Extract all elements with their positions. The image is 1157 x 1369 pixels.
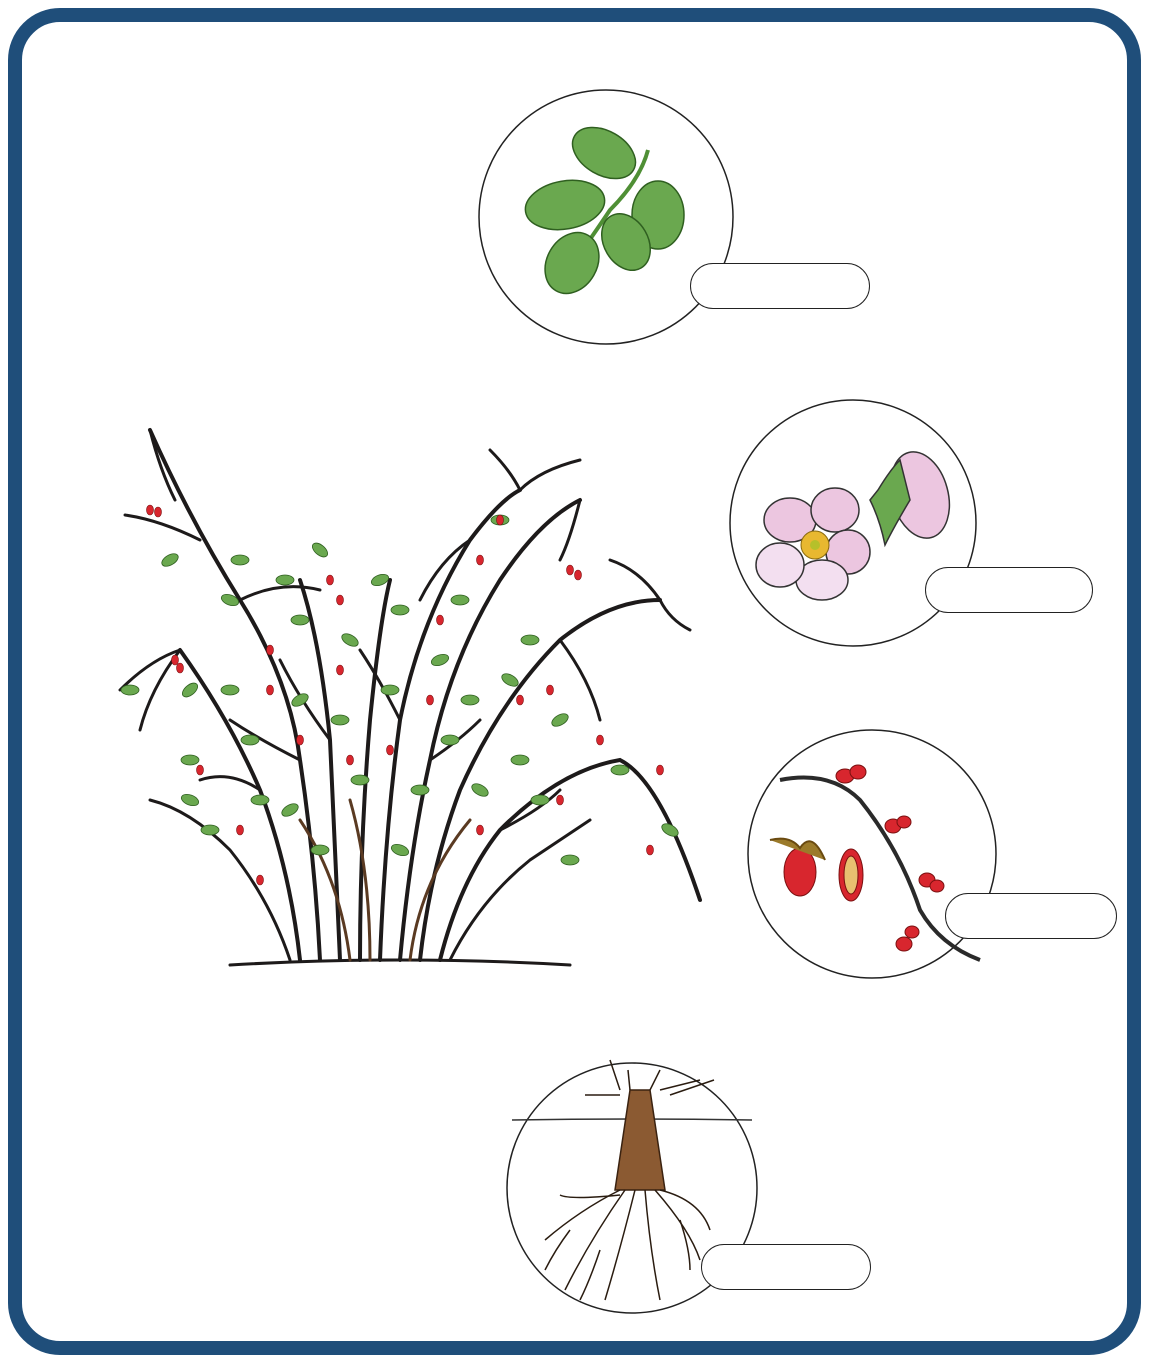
rosehip-shrub <box>120 430 700 965</box>
root-answer-box[interactable] <box>701 1244 871 1290</box>
fruit-answer-box[interactable] <box>945 893 1117 939</box>
flower-answer-box[interactable] <box>925 567 1093 613</box>
leaf-answer-box[interactable] <box>690 263 870 309</box>
rose-leaf-icon <box>479 90 733 344</box>
rose-hip-icon <box>748 730 996 978</box>
